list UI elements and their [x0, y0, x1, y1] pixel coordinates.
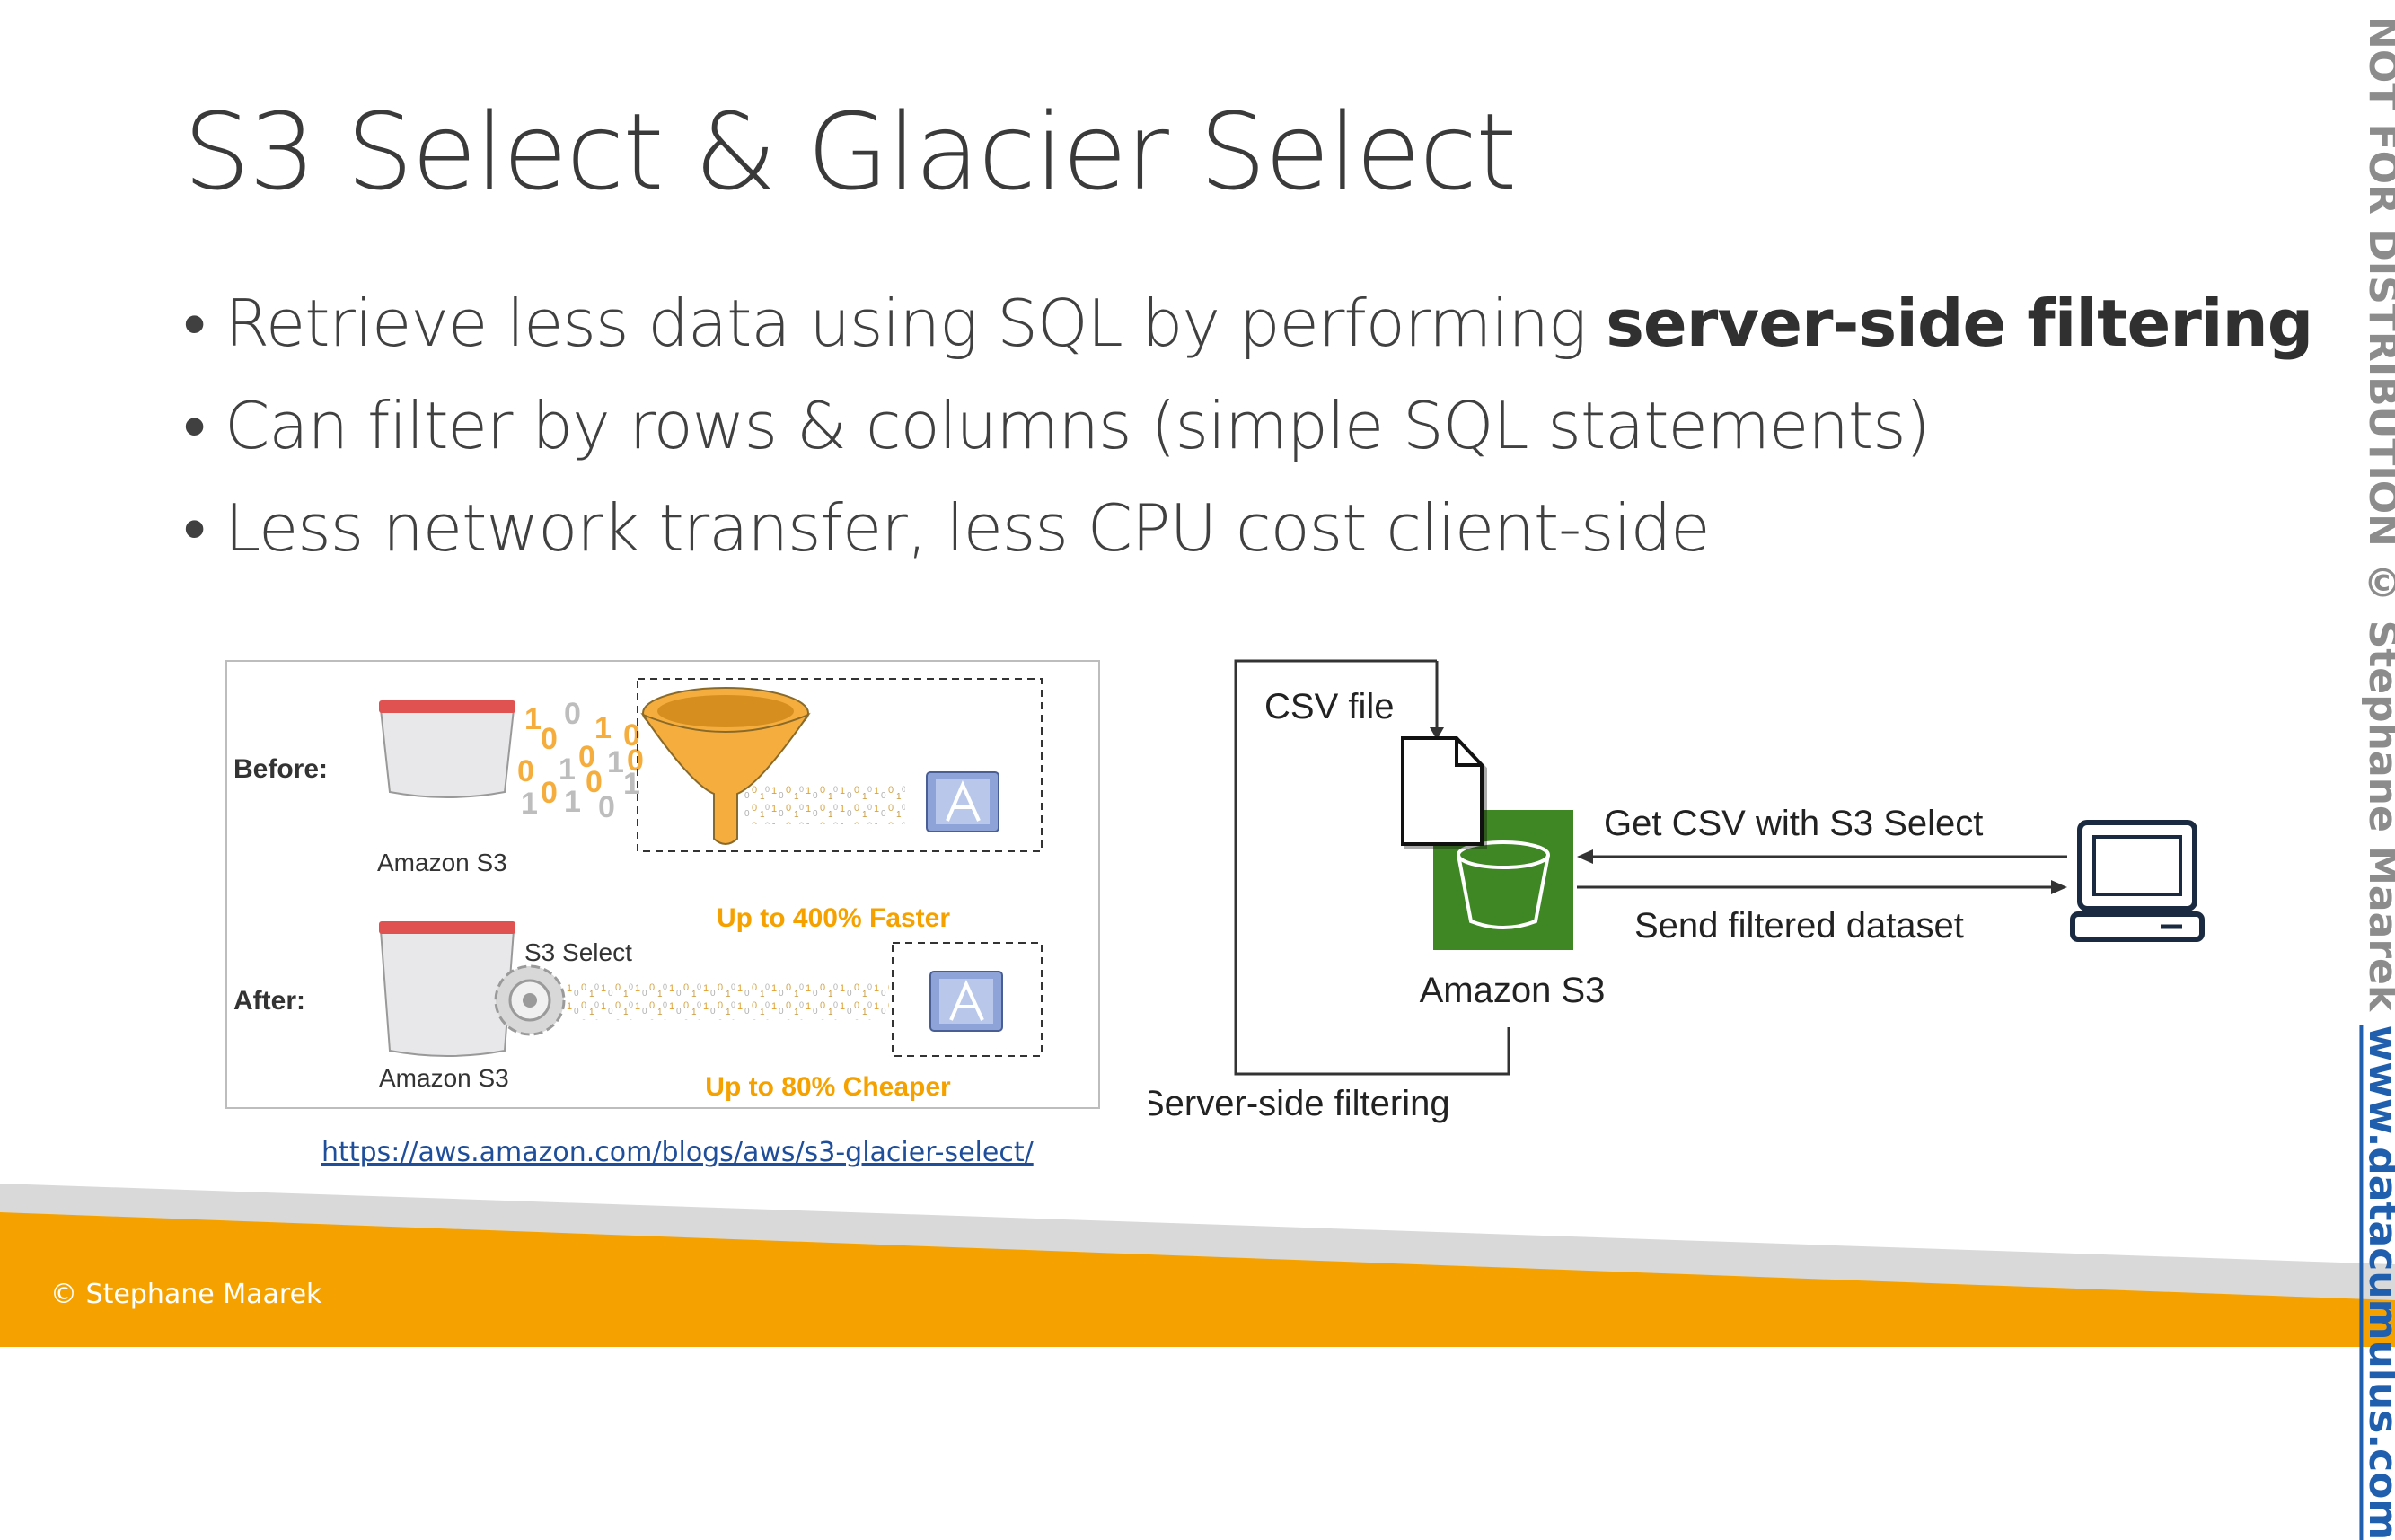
binary-cloud: 1 0 0 1 0 0 1 0 1 0 0 1 1 0 1 0	[517, 697, 644, 824]
laptop-icon	[2070, 820, 2205, 942]
svg-text:0: 0	[623, 718, 640, 752]
s3-label-right: Amazon S3	[1420, 971, 1606, 1010]
bullet-2: • Can filter by rows & columns (simple S…	[183, 388, 1931, 463]
svg-text:0: 0	[541, 776, 558, 810]
svg-text:1: 1	[521, 787, 538, 821]
gear-icon	[494, 964, 566, 1036]
bullet-1-bold: server-side filtering	[1606, 286, 2313, 361]
send-filtered-label: Send filtered dataset	[1634, 906, 1964, 946]
bullet-glyph: •	[183, 388, 206, 463]
document-icon	[1401, 736, 1487, 849]
svg-text:1: 1	[607, 745, 624, 779]
app-icon-after	[929, 971, 1003, 1032]
data-stream-before	[744, 785, 905, 824]
svg-text:0: 0	[586, 765, 603, 799]
svg-text:0: 0	[578, 740, 595, 774]
s3-select-label: S3 Select	[524, 938, 632, 966]
dashed-box-before	[637, 678, 1043, 852]
svg-text:1: 1	[594, 711, 612, 745]
get-arrow-head	[1577, 849, 1593, 864]
orange-band	[0, 1212, 2395, 1347]
sidebar-notice: NOT FOR DISTRIBUTION © Stephane Maarek	[2360, 16, 2395, 1012]
bullet-glyph: •	[183, 490, 206, 566]
s3-bucket-before	[379, 700, 515, 798]
funnel-icon	[640, 687, 811, 845]
svg-text:1: 1	[564, 785, 581, 819]
svg-text:0: 0	[517, 754, 534, 788]
bullet-3-text: Less network transfer, less CPU cost cli…	[225, 490, 1710, 566]
footer-bands	[0, 1184, 2395, 1347]
bullet-2-text: Can filter by rows & columns (simple SQL…	[225, 388, 1931, 463]
sidebar-link[interactable]: www.datacumulus.com	[2360, 1025, 2395, 1540]
send-arrow-head	[2051, 880, 2067, 894]
bullet-3: • Less network transfer, less CPU cost c…	[183, 490, 1711, 566]
svg-text:1: 1	[559, 752, 576, 787]
bullet-1-text: Retrieve less data using SQL by performi…	[225, 286, 1607, 361]
s3-bucket-after	[379, 921, 515, 1057]
before-label: Before:	[233, 754, 328, 784]
data-stream-after	[566, 979, 889, 1020]
server-side-bracket	[1234, 659, 1510, 1076]
svg-text:0: 0	[564, 697, 581, 731]
csv-arrow-head	[1430, 727, 1444, 740]
faster-label: Up to 400% Faster	[717, 903, 950, 933]
get-csv-label: Get CSV with S3 Select	[1604, 804, 1983, 843]
s3-select-flow-diagram: CSV file Amazon S3 Server-side filtering…	[1149, 659, 2205, 1123]
svg-text:0: 0	[627, 744, 644, 778]
slide-title: S3 Select & Glacier Select	[183, 90, 1517, 214]
bullet-glyph: •	[183, 286, 206, 361]
s3-label-after: Amazon S3	[379, 1064, 509, 1092]
svg-text:0: 0	[598, 790, 615, 824]
server-side-label: Server-side filtering	[1149, 1084, 1450, 1123]
app-icon-before	[926, 771, 999, 832]
svg-text:1: 1	[524, 702, 542, 736]
dashed-box-after	[892, 942, 1043, 1057]
s3-label-before: Amazon S3	[377, 849, 507, 876]
copyright-footer: © Stephane Maarek	[50, 1279, 322, 1310]
svg-text:1: 1	[623, 767, 640, 801]
sidebar-watermark: NOT FOR DISTRIBUTION © Stephane Maarek w…	[2360, 16, 2395, 1540]
after-label: After:	[233, 986, 305, 1016]
before-after-diagram: 1 0 0 1 0 Before: Amazon S3 1 0 0 1 0 0 …	[225, 660, 1100, 1109]
svg-text:0: 0	[541, 722, 558, 756]
cheaper-label: Up to 80% Cheaper	[705, 1072, 951, 1102]
bullet-1: • Retrieve less data using SQL by perfor…	[183, 286, 2313, 361]
aws-blog-link[interactable]: https://aws.amazon.com/blogs/aws/s3-glac…	[321, 1137, 1034, 1168]
csv-file-label: CSV file	[1264, 687, 1395, 726]
